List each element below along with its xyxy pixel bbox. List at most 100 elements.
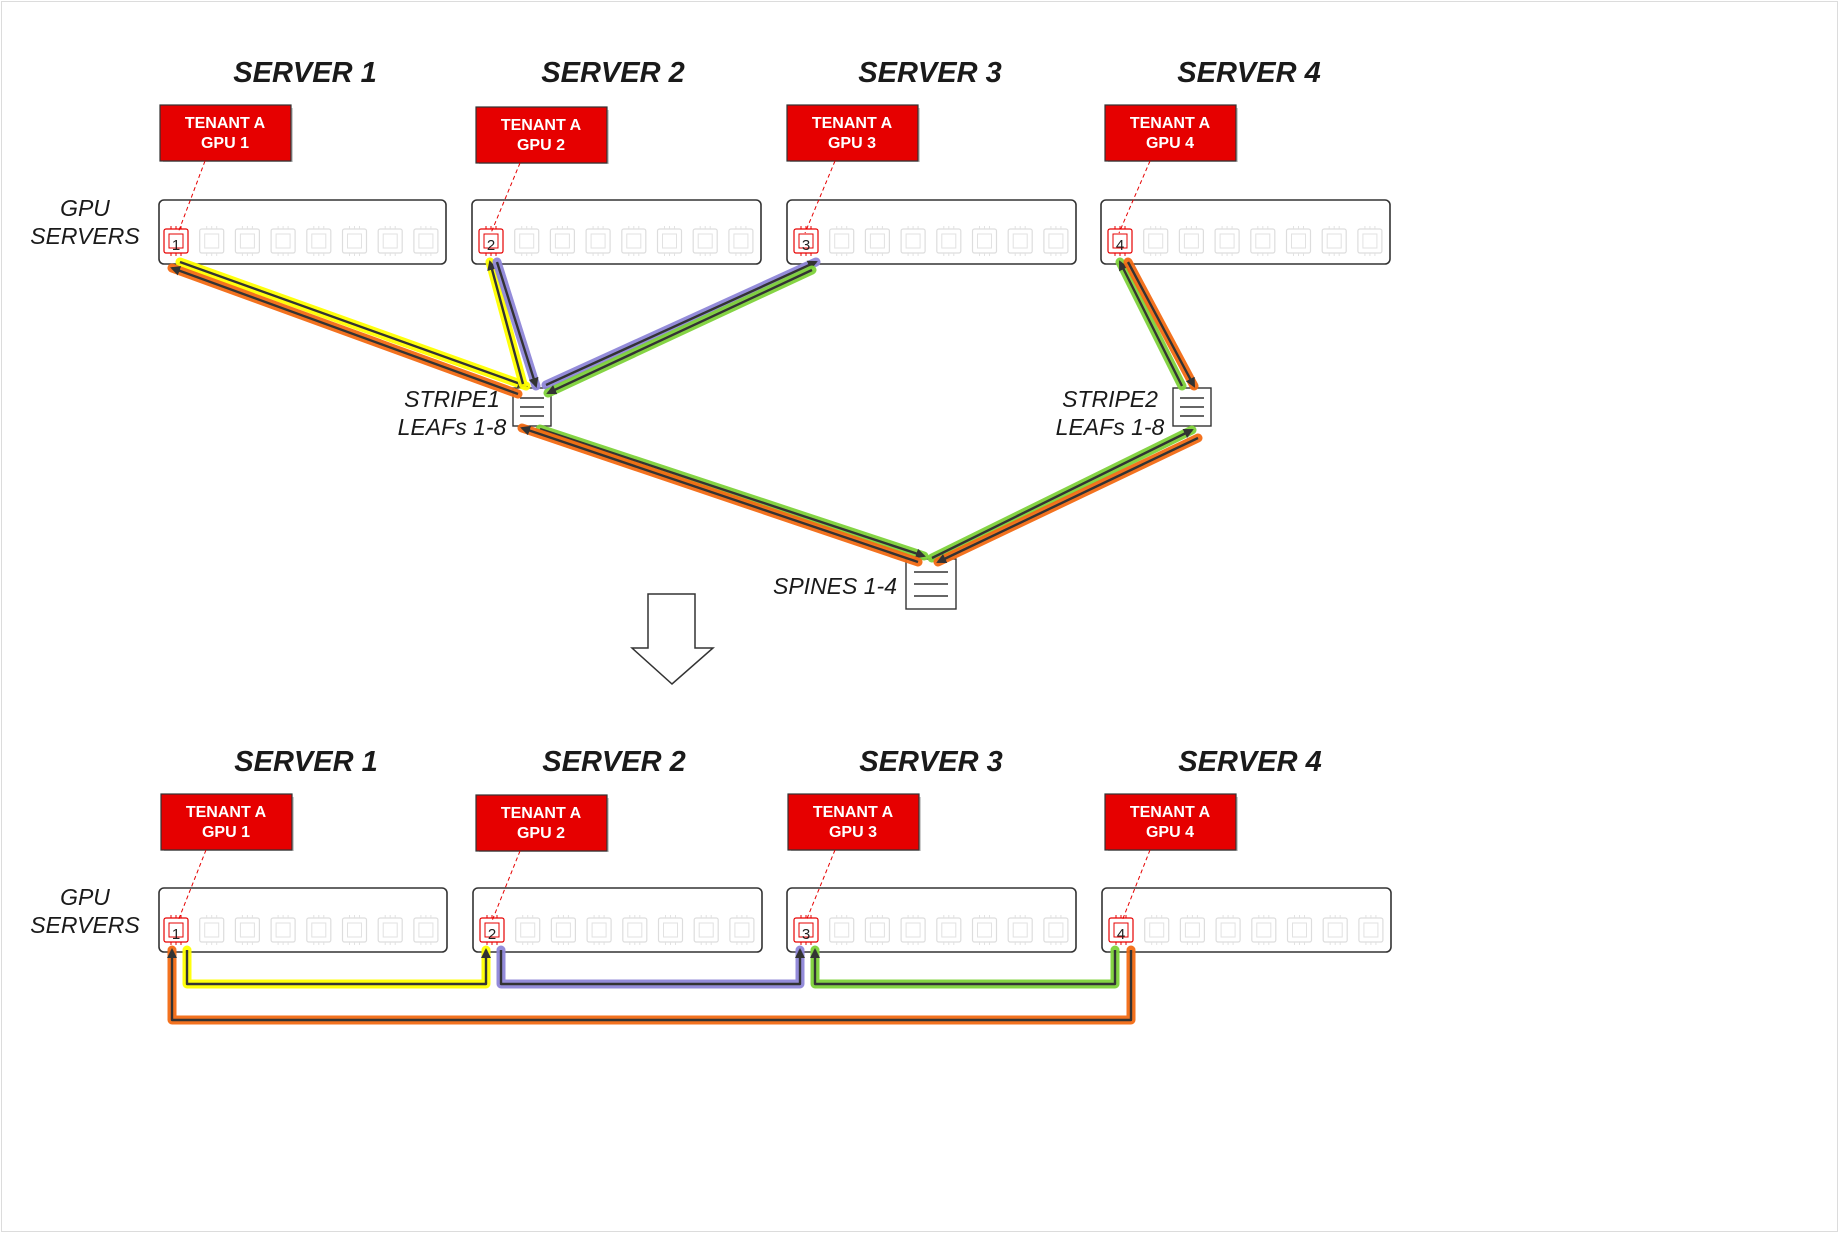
bottom-server-3-gpu-number: 3 [802, 926, 810, 943]
tenant-box-2: TENANT A GPU 2 [475, 106, 609, 164]
server-3-gpu-chip [864, 226, 891, 256]
tenant-4-gpu: GPU 4 [1146, 135, 1194, 152]
server-2-gpu-chip-active: 2 [478, 226, 504, 256]
server-1-chassis [158, 199, 447, 265]
bottom-server-2-gpu-number: 2 [488, 926, 496, 943]
server-4-gpu-chip-active: 4 [1107, 226, 1133, 256]
server-1-gpu-chip [199, 226, 225, 256]
server-3-gpu-chip-active: 3 [793, 226, 819, 256]
top-traffic-paths [167, 257, 1203, 567]
server-3-gpu-chip [900, 226, 926, 256]
server-3-chassis [786, 199, 1077, 265]
spine-switch-icon [905, 558, 957, 610]
bottom-server-1-gpu-chip [413, 915, 439, 945]
server-3-gpu-chip [1043, 226, 1069, 256]
bottom-server-1-gpu-number: 1 [172, 926, 180, 943]
bottom-server-1-gpu-chip [270, 915, 296, 945]
stripe1-label-line1: STRIPE1 [404, 386, 500, 412]
server-2-title: SERVER 2 [541, 57, 684, 89]
tenant-2-gpu: GPU 2 [517, 137, 565, 154]
bottom-server-4-gpu-chip-active: 4 [1108, 915, 1134, 945]
server-2-gpu-chip [549, 226, 576, 256]
tenant-box-1: TENANT A GPU 1 [159, 104, 293, 162]
server-4-gpu-chip [1178, 226, 1205, 256]
bottom-gpu-servers-label-line2: SERVERS [30, 912, 140, 938]
server-2-gpu-chip [692, 226, 718, 256]
path-orange-leaf2-spine [933, 433, 1203, 567]
server-1-gpu-chip [413, 226, 439, 256]
bottom-server-4-gpu-chip [1179, 915, 1206, 945]
bottom-server-2-gpu-chip [693, 915, 719, 945]
server-2-chassis [471, 199, 762, 265]
bottom-server-4-chassis [1101, 887, 1392, 953]
path-orange-gpu4-leaf2 [1123, 257, 1199, 391]
server-3-gpu-chip [1007, 226, 1033, 256]
bottom-tenant-3-label: TENANT A [813, 804, 894, 821]
server-4-gpu-chip [1321, 226, 1347, 256]
bottom-server-1-chassis [158, 887, 448, 953]
path-green-spine-leaf2 [927, 425, 1197, 563]
bottom-tenant-4-leader [1121, 849, 1151, 922]
bottom-server-1-gpu-chip [341, 915, 368, 945]
bottom-server-2-gpu-chip [586, 915, 612, 945]
path-yellow-gpu1-gpu2 [182, 945, 491, 989]
tenant-2-leader [490, 162, 521, 234]
server-4-title: SERVER 4 [1177, 57, 1320, 89]
bottom-server-1-gpu-chip [199, 915, 225, 945]
server-4-gpu-chip [1143, 226, 1169, 256]
spines-label: SPINES 1-4 [773, 573, 897, 599]
path-yellow-leaf-gpu2 [485, 257, 528, 389]
stripe1-switch-icon [512, 387, 552, 427]
server-2-gpu-chip [728, 226, 754, 256]
server-1-gpu-chip [270, 226, 296, 256]
bottom-server-2-gpu-chip [550, 915, 577, 945]
bottom-server-2-gpu-chip [622, 915, 648, 945]
path-blue-leaf-gpu3 [541, 257, 821, 390]
server-3-gpu-chip [829, 226, 855, 256]
server-1-gpu-chip [234, 226, 260, 256]
bottom-server-3-gpu-chip [829, 915, 855, 945]
path-green-leaf-spine [535, 424, 929, 561]
server-4-gpu-chip [1285, 226, 1312, 256]
stripe2-label-line2: LEAFs 1-8 [1056, 414, 1165, 440]
bottom-server-4-gpu-number: 4 [1117, 926, 1125, 943]
tenant-1-label: TENANT A [185, 115, 266, 132]
bottom-server-4-gpu-chip [1358, 915, 1384, 945]
bottom-tenant-box-3: TENANT A GPU 3 [787, 793, 921, 851]
server-2-gpu-chip [656, 226, 683, 256]
tenant-box-4: TENANT A GPU 4 [1104, 104, 1238, 162]
server-1-gpu-chip-active: 1 [163, 226, 189, 256]
bottom-server-3-gpu-chip [971, 915, 998, 945]
bottom-server-2-gpu-chip [729, 915, 755, 945]
bottom-server-3-gpu-chip [900, 915, 926, 945]
path-green-gpu4-gpu3 [810, 945, 1120, 989]
bottom-server-3-gpu-chip [864, 915, 891, 945]
down-arrow-icon [630, 593, 715, 686]
bottom-gpu-chips: 1 2 3 4 [163, 915, 1384, 945]
bottom-server-4-title: SERVER 4 [1178, 746, 1321, 778]
bottom-tenant-2-leader [491, 850, 521, 922]
server-2-gpu-chip [621, 226, 647, 256]
tenant-1-leader [177, 160, 206, 234]
bottom-tenant-4-gpu: GPU 4 [1146, 824, 1194, 841]
bottom-tenant-1-leader [177, 849, 207, 922]
bottom-server-2-gpu-chip-active: 2 [479, 915, 505, 945]
bottom-server-3-title: SERVER 3 [859, 746, 1002, 778]
tenant-box-3: TENANT A GPU 3 [786, 104, 920, 162]
server-3-gpu-chip [936, 226, 962, 256]
bottom-server-4-gpu-chip [1322, 915, 1348, 945]
server-4-gpu-chip [1357, 226, 1383, 256]
server-1-gpu-chip [306, 226, 332, 256]
bottom-section: SERVER 1 SERVER 2 SERVER 3 SERVER 4 GPU … [30, 746, 1392, 1025]
top-section: SERVER 1 SERVER 2 SERVER 3 SERVER 4 GPU … [30, 57, 1391, 686]
bottom-server-4-gpu-chip [1251, 915, 1277, 945]
server-4-gpu-chip [1214, 226, 1240, 256]
stripe2-switch-icon [1172, 387, 1212, 427]
stripe1-label-line2: LEAFs 1-8 [398, 414, 507, 440]
tenant-4-label: TENANT A [1130, 115, 1211, 132]
server-4-chassis [1100, 199, 1391, 265]
bottom-tenant-box-4: TENANT A GPU 4 [1104, 793, 1238, 851]
bottom-server-1-gpu-chip [234, 915, 260, 945]
gpu-servers-label-line2: SERVERS [30, 223, 140, 249]
